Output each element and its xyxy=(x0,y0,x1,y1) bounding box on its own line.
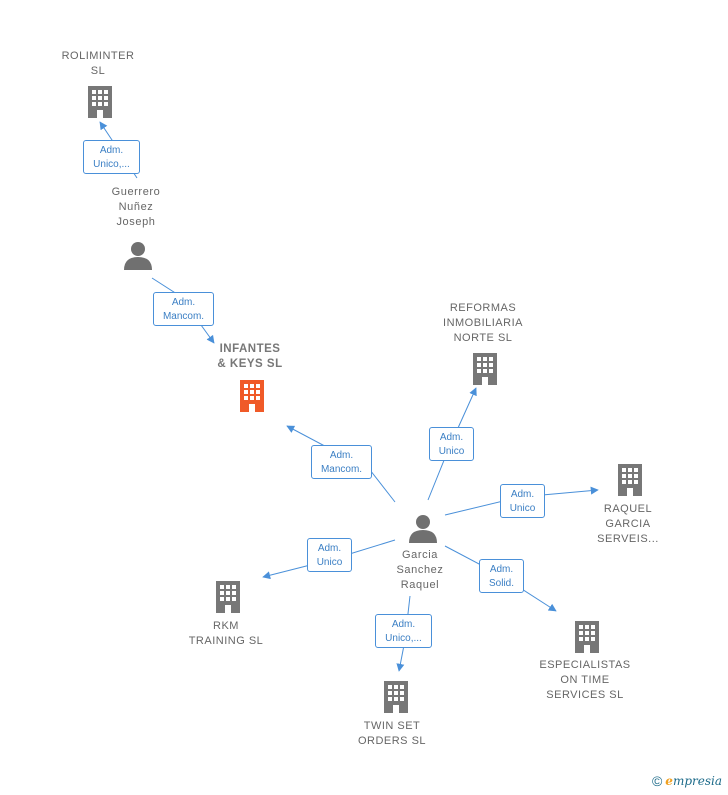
node-label-reformas[interactable]: REFORMAS INMOBILIARIA NORTE SL xyxy=(443,302,523,344)
footer-brand: © empresia xyxy=(652,773,722,789)
node-label-especialistas[interactable]: ESPECIALISTAS ON TIME SERVICES SL xyxy=(539,659,631,701)
building-icon[interactable] xyxy=(614,462,646,498)
building-icon[interactable] xyxy=(380,679,412,715)
building-icon[interactable] xyxy=(571,619,603,655)
node-label-rkm[interactable]: RKM TRAINING SL xyxy=(188,620,264,647)
edge-label-e8[interactable]: Adm. Solid. xyxy=(479,559,524,593)
edge-label-e3[interactable]: Adm. Mancom. xyxy=(311,445,372,479)
building-icon[interactable] xyxy=(212,579,244,615)
person-icon[interactable] xyxy=(123,240,153,270)
node-label-garcia-sanchez[interactable]: Garcia Sanchez Raquel xyxy=(396,549,444,591)
edge-label-e6[interactable]: Adm. Unico xyxy=(307,538,352,572)
node-label-infantes[interactable]: INFANTES & KEYS SL xyxy=(217,343,283,370)
node-label-raquel-garcia[interactable]: RAQUEL GARCIA SERVEIS... xyxy=(597,503,659,545)
node-label-roliminter[interactable]: ROLIMINTER SL xyxy=(61,50,135,77)
person-icon[interactable] xyxy=(408,513,438,543)
node-label-twinset[interactable]: TWIN SET ORDERS SL xyxy=(357,720,427,747)
building-icon[interactable] xyxy=(84,84,116,120)
edge-label-e4[interactable]: Adm. Unico xyxy=(429,427,474,461)
building-icon[interactable] xyxy=(469,351,501,387)
node-label-guerrero[interactable]: Guerrero Nuñez Joseph xyxy=(111,186,161,228)
edge-label-e5[interactable]: Adm. Unico xyxy=(500,484,545,518)
building-icon[interactable] xyxy=(236,378,268,414)
brand-logo[interactable]: empresia xyxy=(665,774,722,788)
edge-label-e2[interactable]: Adm. Mancom. xyxy=(153,292,214,326)
edge-label-e1[interactable]: Adm. Unico,... xyxy=(83,140,140,174)
edge-label-e7[interactable]: Adm. Unico,... xyxy=(375,614,432,648)
copyright-icon: © xyxy=(651,773,663,789)
